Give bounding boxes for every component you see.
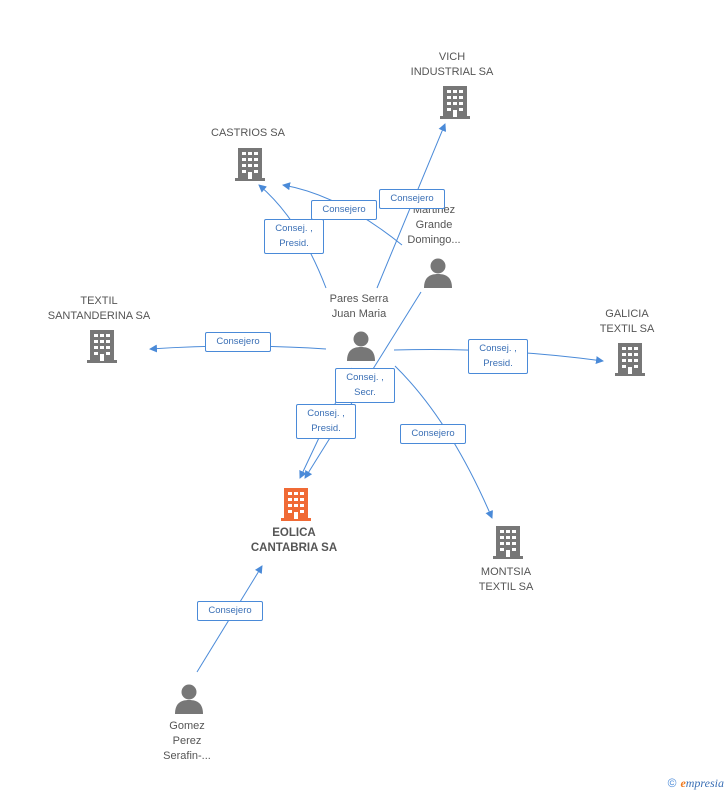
relation-label: Consejero <box>311 200 377 220</box>
node-label-montsia-textil[interactable]: MONTSIA TEXTIL SA <box>478 566 534 593</box>
building-icon[interactable] <box>281 488 311 521</box>
relation-label: Consejero <box>379 189 445 209</box>
building-icon[interactable] <box>235 148 265 181</box>
relation-label: Consej. , Presid. <box>468 339 528 374</box>
relation-label: Consej. , Secr. <box>335 368 395 403</box>
person-icon[interactable] <box>347 331 375 362</box>
node-label-galicia-textil[interactable]: GALICIA TEXTIL SA <box>599 308 655 335</box>
copyright-icon: © <box>667 776 677 790</box>
node-label-textil-santanderina[interactable]: TEXTIL SANTANDERINA SA <box>47 295 151 322</box>
node-label-eolica-cantabria[interactable]: EOLICA CANTABRIA SA <box>250 527 338 554</box>
node-label-pares-serra[interactable]: Pares Serra Juan Maria <box>329 293 389 320</box>
node-label-castrios[interactable]: CASTRIOS SA <box>211 127 285 139</box>
brand-logo: ©empresia <box>668 776 724 791</box>
relation-label: Consejero <box>205 332 271 352</box>
brand-name: mpresia <box>685 776 724 790</box>
building-icon[interactable] <box>440 86 470 119</box>
building-icon[interactable] <box>87 330 117 363</box>
relation-label: Consej. , Presid. <box>264 219 324 254</box>
relation-label: Consej. , Presid. <box>296 404 356 439</box>
person-icon[interactable] <box>175 684 203 715</box>
relation-label: Consejero <box>197 601 263 621</box>
node-label-martinez[interactable]: Martinez Grande Domingo... <box>407 204 461 246</box>
node-label-vich-industrial[interactable]: VICH INDUSTRIAL SA <box>410 51 494 78</box>
building-icon[interactable] <box>615 343 645 376</box>
building-icon[interactable] <box>493 526 523 559</box>
brand-e: e <box>680 776 686 790</box>
relation-label: Consejero <box>400 424 466 444</box>
node-label-gomez-perez[interactable]: Gomez Perez Serafin-... <box>163 720 211 762</box>
person-icon[interactable] <box>424 258 452 289</box>
